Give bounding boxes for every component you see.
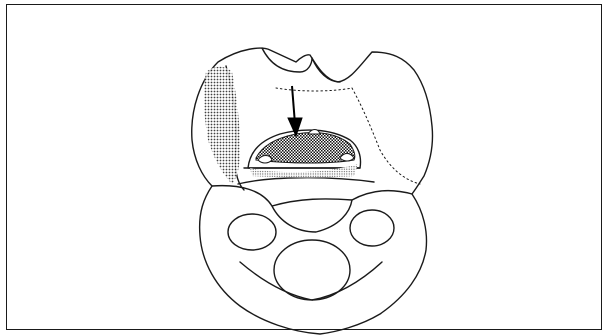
gular-plate [272, 199, 352, 232]
arrow-down [288, 86, 302, 136]
lower-inner-curve [240, 262, 382, 300]
left-lobe [228, 214, 276, 250]
mid-band-bottom [238, 178, 374, 184]
clypeus-notch [262, 48, 312, 72]
labrum-curve [312, 58, 340, 82]
stippled-region [250, 164, 358, 178]
frontal-suture-right [352, 88, 420, 184]
lateral-suture-right [352, 191, 412, 200]
left-side-stippling [204, 67, 240, 184]
right-lobe [350, 210, 394, 246]
dorsal-dotted-line [276, 88, 352, 91]
